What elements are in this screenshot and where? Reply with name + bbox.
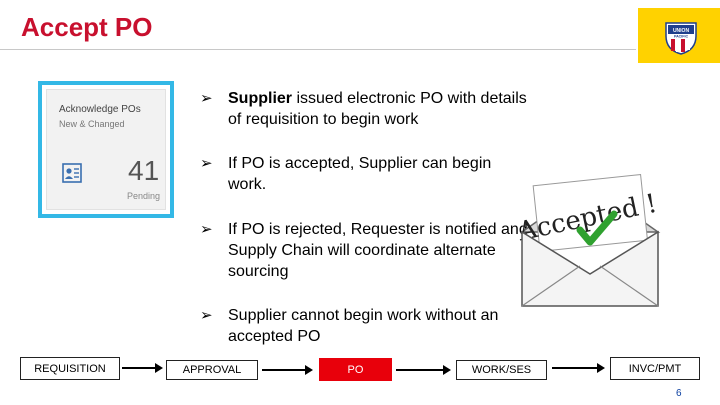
arrow-bullet-icon: ➢ — [200, 307, 213, 324]
page-number: 6 — [676, 388, 682, 399]
flow-arrow-icon — [396, 365, 451, 375]
logo-text-top: UNION — [673, 28, 690, 34]
bullet-text: If PO is rejected, Requester is notified… — [228, 221, 528, 280]
flow-arrow-icon — [552, 363, 605, 373]
document-person-icon — [62, 163, 82, 183]
arrow-bullet-icon: ➢ — [200, 90, 213, 107]
flow-step-approval: APPROVAL — [166, 360, 258, 380]
flow-step-requisition: REQUISITION — [20, 357, 120, 380]
acknowledge-pos-tile[interactable]: Acknowledge POs New & Changed 41 Pending — [46, 89, 166, 210]
pending-count: 41 — [128, 155, 160, 186]
bullet-text: If PO is accepted, Supplier can begin wo… — [228, 155, 492, 193]
tile-subtitle: New & Changed — [59, 119, 125, 129]
company-logo: UNION PACIFIC — [638, 8, 720, 63]
envelope-checkmark-icon: Accepted ! — [514, 173, 661, 307]
flow-arrow-icon — [262, 365, 313, 375]
bullet-bold-text: Supplier — [228, 90, 293, 107]
pending-label: Pending — [127, 191, 161, 201]
bullet-text: Supplier cannot begin work without an ac… — [228, 307, 499, 345]
tile-title: Acknowledge POs — [59, 104, 141, 115]
arrow-bullet-icon: ➢ — [200, 221, 213, 238]
flow-arrow-icon — [122, 363, 163, 373]
logo-text-bottom: PACIFIC — [674, 35, 689, 39]
acknowledge-pos-tile-frame: Acknowledge POs New & Changed 41 Pending — [38, 81, 174, 218]
arrow-bullet-icon: ➢ — [200, 155, 213, 172]
header-divider — [0, 49, 636, 50]
flow-step-work-ses: WORK/SES — [456, 360, 547, 380]
flow-step-invc-pmt: INVC/PMT — [610, 357, 700, 380]
page-title: Accept PO — [21, 12, 153, 42]
bullet-text: issued electronic PO with details of req… — [228, 90, 527, 128]
flow-step-po: PO — [319, 358, 392, 381]
union-pacific-shield-icon: UNION PACIFIC — [665, 22, 697, 55]
